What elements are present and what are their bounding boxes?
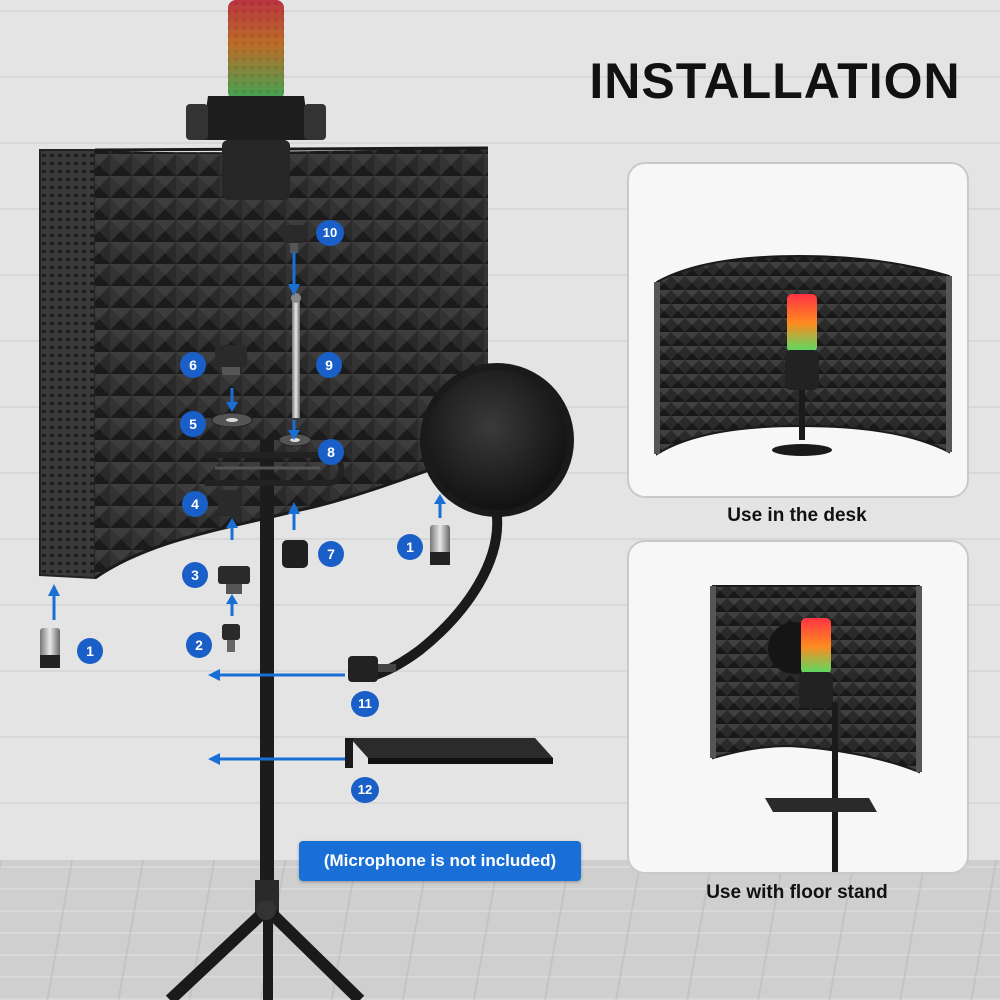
floor-stand-usage-caption: Use with floor stand (706, 882, 888, 903)
desk-usage-caption: Use in the desk (727, 505, 867, 526)
step-badge-10: 10 (316, 220, 344, 246)
step-badge-11: 11 (351, 691, 379, 717)
part-nut (282, 540, 308, 568)
step-badge-7: 7 (318, 541, 344, 567)
part-thumb-screw-top (283, 225, 305, 253)
microphone (186, 0, 326, 200)
step-badge-8: 8 (318, 439, 344, 465)
step-badge-9: 9 (316, 352, 342, 378)
part-screw-small (222, 624, 240, 652)
part-adapter (218, 490, 240, 516)
isolation-shield (39, 146, 489, 580)
part-clamp-nut (218, 566, 250, 594)
floor-stand-usage-photo (627, 540, 969, 874)
step-badge-1-left: 1 (77, 638, 103, 664)
part-threaded-rod (291, 293, 301, 418)
page-title: INSTALLATION (589, 53, 961, 109)
floor-background (0, 860, 1000, 1000)
step-badge-3: 3 (182, 562, 208, 588)
part-insert-right (430, 525, 450, 565)
part-washer-left (211, 412, 253, 428)
pop-filter (348, 363, 574, 682)
step-badge-2: 2 (186, 632, 212, 658)
accessory-tray (345, 738, 553, 768)
part-insert-left (40, 628, 60, 668)
step-badge-6: 6 (180, 352, 206, 378)
assembly-arrows (48, 252, 446, 765)
exploded-view-illustration (39, 0, 574, 1000)
step-badge-4: 4 (182, 491, 208, 517)
step-badge-12: 12 (351, 777, 379, 803)
step-badge-5: 5 (180, 411, 206, 437)
microphone-not-included-notice: (Microphone is not included) (299, 841, 581, 881)
part-washer-right (278, 433, 312, 447)
step-badge-1-right: 1 (397, 534, 423, 560)
part-knob (215, 345, 247, 375)
desk-usage-photo (627, 162, 969, 498)
